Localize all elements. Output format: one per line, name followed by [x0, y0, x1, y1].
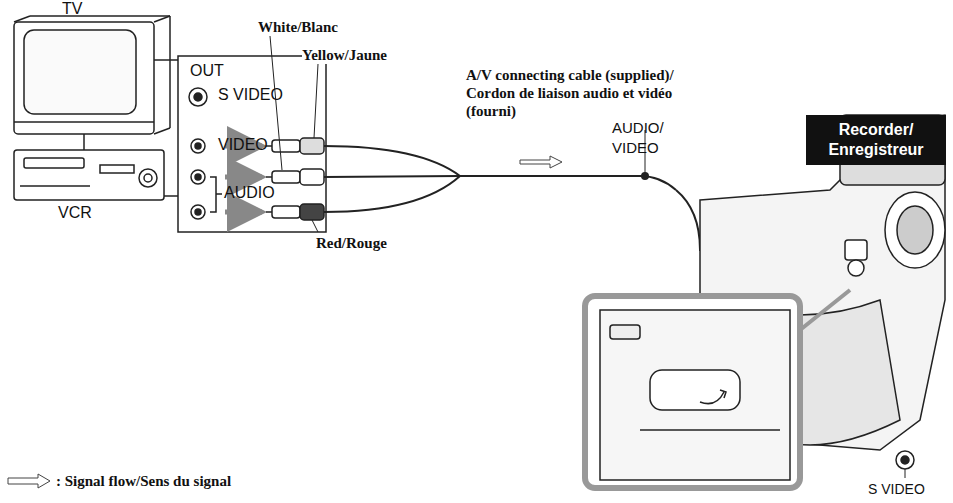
- part-label: AUDIO/ VIDEO: [612, 118, 682, 158]
- part-label: Red/Rouge: [316, 234, 387, 252]
- jack-label: OUT: [190, 62, 224, 80]
- part-label: VCR: [58, 204, 92, 222]
- part-label: S VIDEO: [868, 480, 925, 498]
- jack-label: VIDEO: [218, 136, 268, 154]
- jack-panel: OUT S VIDEO VIDEO AUDIO: [178, 56, 326, 232]
- legend-text: : Signal flow/Sens du signal: [56, 472, 231, 490]
- part-label: A/V connecting cable (supplied)/ Cordon …: [466, 66, 716, 120]
- role-label-box: Recorder/ Enregistreur: [806, 115, 946, 165]
- part-label: TV: [62, 0, 82, 18]
- jack-label: AUDIO: [224, 184, 275, 202]
- jack-label: S VIDEO: [218, 86, 283, 104]
- part-label: Yellow/Jaune: [302, 46, 387, 64]
- role-label: Recorder/ Enregistreur: [816, 120, 936, 160]
- part-label: White/Blanc: [258, 18, 338, 36]
